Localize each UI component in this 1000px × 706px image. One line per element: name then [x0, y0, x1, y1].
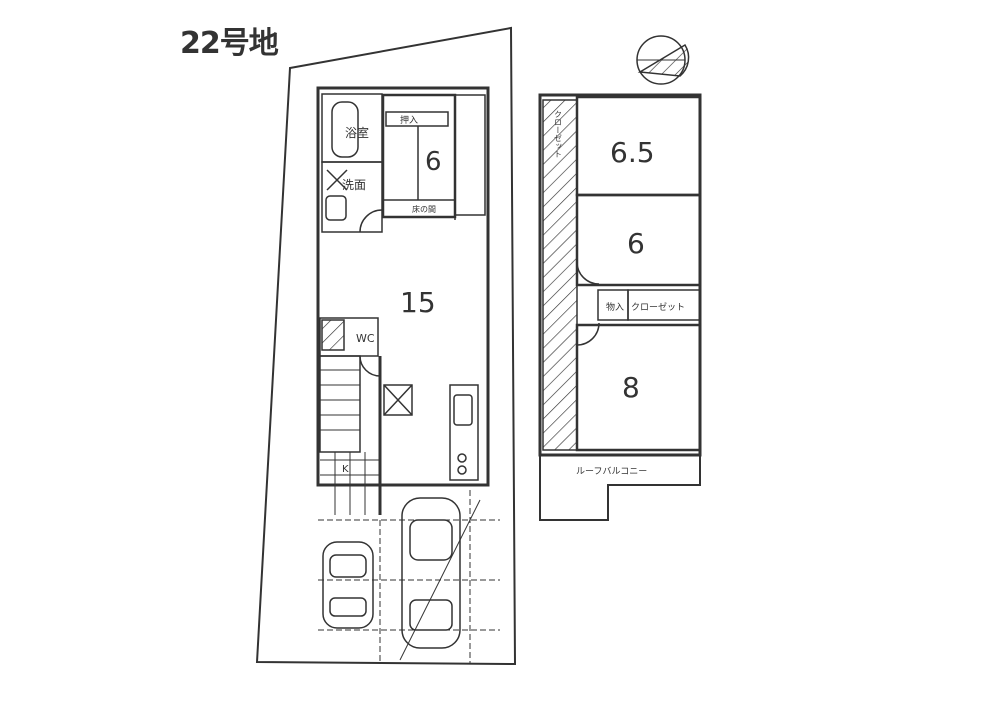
japanese-room — [381, 93, 457, 219]
roof-balcony — [539, 454, 701, 521]
car-icon — [399, 497, 481, 661]
lot-boundary — [255, 26, 517, 666]
washroom-label: 洗面 — [342, 178, 366, 192]
room-6-size: 6 — [627, 227, 645, 260]
japanese-room-size: 6 — [425, 147, 442, 177]
parking-area — [318, 490, 500, 664]
compass-icon — [636, 35, 690, 85]
room-8 — [575, 323, 702, 452]
kitchen-counter — [449, 384, 479, 481]
washroom — [321, 161, 383, 233]
closet — [627, 289, 701, 321]
car-icon — [322, 541, 374, 629]
oshiire-label: 押入 — [400, 114, 418, 126]
lot-title: 22号地 — [180, 26, 279, 61]
ldk-size: 15 — [400, 286, 436, 319]
closet-label: クローゼット — [631, 301, 685, 313]
room-6-5-size: 6.5 — [610, 136, 655, 169]
storage-label: 物入 — [606, 301, 624, 313]
tokonoma-label: 床の間 — [412, 204, 436, 214]
room-6 — [575, 193, 702, 287]
stairs — [319, 355, 361, 453]
kitchen-label: K — [342, 464, 349, 475]
balcony-label: ルーフバルコニー — [576, 466, 647, 477]
room-8-size: 8 — [622, 371, 640, 404]
stair-void — [542, 99, 578, 451]
wc-label: WC — [356, 332, 375, 345]
bath-label: 浴室 — [345, 125, 369, 140]
room-6-5-closet-label: クローゼット — [554, 110, 563, 158]
